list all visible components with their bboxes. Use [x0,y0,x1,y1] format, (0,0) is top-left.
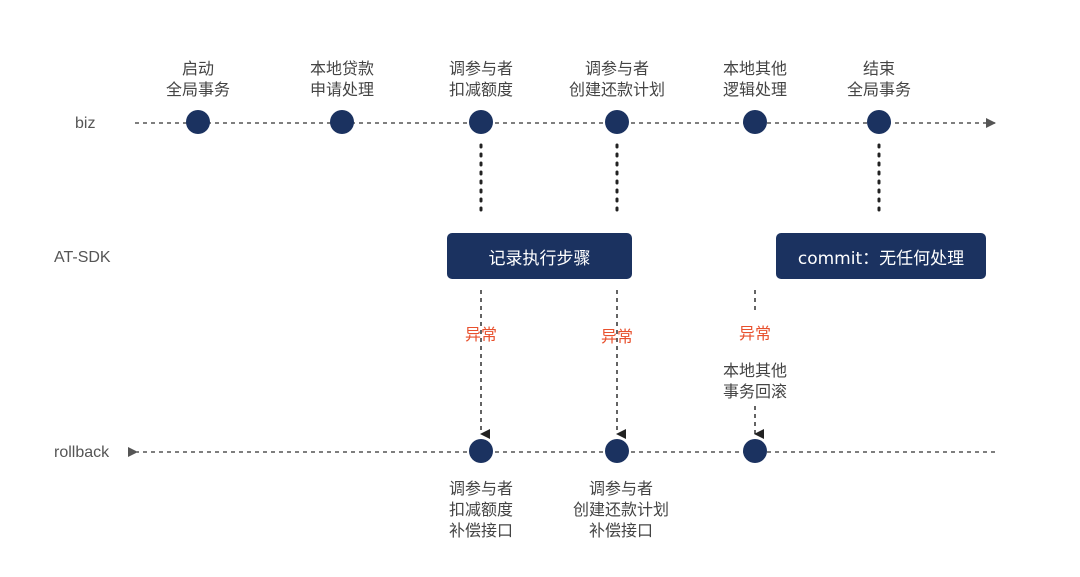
local-rollback-line: 本地其他 [722,361,787,380]
biz-node-repay-plan [605,110,629,134]
step-line: 启动 [181,59,214,78]
lane-label-biz: biz [75,115,96,132]
step-label-local-loan: 本地贷款 申请处理 [272,58,412,100]
rollback-line: 创建还款计划 [572,500,669,519]
step-line: 本地其他 [722,59,787,78]
step-line: 创建还款计划 [568,80,665,99]
biz-node-local-loan [330,110,354,134]
step-line: 调参与者 [584,59,649,78]
sdk-box-commit: commit：无任何处理 [776,233,986,279]
rollback-label-repay-plan: 调参与者 创建还款计划 补偿接口 [551,478,691,541]
lane-label-rollback: rollback [54,444,110,461]
rollback-node-deduct [469,439,493,463]
biz-node-start [186,110,210,134]
step-label-deduct: 调参与者 扣减额度 [411,58,551,100]
local-rollback-label: 本地其他 事务回滚 [685,360,825,402]
step-line: 全局事务 [846,80,911,99]
rollback-line: 补偿接口 [448,521,513,540]
step-label-other-logic: 本地其他 逻辑处理 [685,58,825,100]
step-line: 扣减额度 [448,80,513,99]
rollback-node-local [743,439,767,463]
step-line: 调参与者 [448,59,513,78]
biz-node-other-logic [743,110,767,134]
exception-label-1: 异常 [464,325,497,344]
step-line: 全局事务 [165,80,230,99]
rollback-line: 补偿接口 [588,521,653,540]
lane-label-sdk: AT-SDK [54,249,111,266]
step-label-start: 启动 全局事务 [128,58,268,100]
step-label-end: 结束 全局事务 [809,58,949,100]
step-line: 申请处理 [309,80,374,99]
rollback-node-repay-plan [605,439,629,463]
local-rollback-line: 事务回滚 [722,382,787,401]
exception-label-2: 异常 [600,327,633,346]
sdk-box-record: 记录执行步骤 [447,233,632,279]
step-line: 结束 [862,59,895,78]
rollback-label-deduct: 调参与者 扣减额度 补偿接口 [411,478,551,541]
step-line: 本地贷款 [309,59,374,78]
exception-label-3: 异常 [738,324,771,343]
step-line: 逻辑处理 [722,80,787,99]
rollback-line: 调参与者 [448,479,513,498]
rollback-line: 扣减额度 [448,500,513,519]
rollback-line: 调参与者 [588,479,653,498]
biz-node-deduct [469,110,493,134]
biz-node-end [867,110,891,134]
step-label-repay-plan: 调参与者 创建还款计划 [547,58,687,100]
